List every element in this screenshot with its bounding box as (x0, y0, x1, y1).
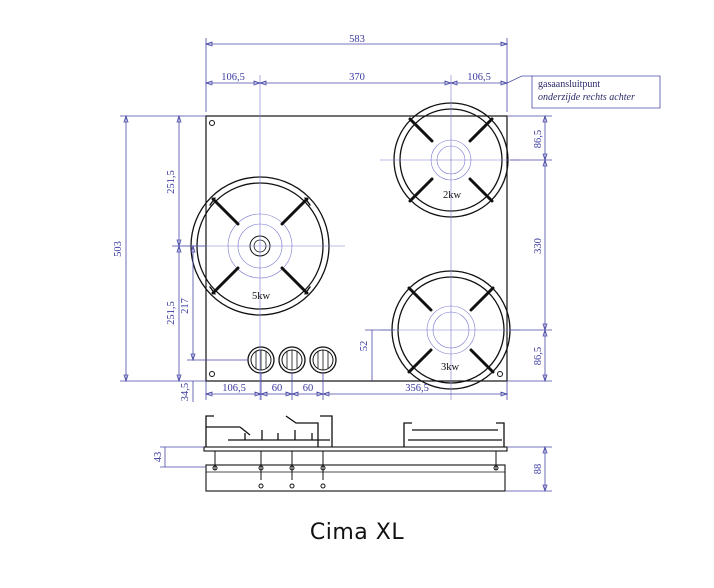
dim-right-offset: 106,5 (467, 72, 491, 83)
dim-knob-spacing-2: 60 (303, 383, 314, 394)
dim-left-offset: 106,5 (221, 72, 245, 83)
dim-bottom-right: 356,5 (405, 383, 429, 394)
burner-label-bottom-right: 3kw (441, 362, 460, 373)
model-title: Cima XL (309, 520, 405, 545)
dim-right-bottom: 86,5 (533, 347, 544, 365)
dim-side-right-height: 88 (533, 464, 544, 475)
top-view (175, 75, 520, 400)
dimension-lines (120, 38, 661, 402)
dim-side-left-height: 43 (153, 452, 164, 463)
note-line-2: onderzijde rechts achter (538, 92, 635, 103)
dim-left-lower: 251,5 (166, 301, 177, 325)
burner-labels: 5kw 2kw 3kw (252, 190, 462, 373)
dim-knob-height: 217 (180, 298, 191, 314)
knob-icon (278, 346, 306, 374)
knob-icon (247, 346, 275, 374)
center-axes (175, 75, 520, 400)
hob-outline (205, 115, 508, 382)
dim-right-mid: 330 (533, 238, 544, 254)
side-view-pins (212, 451, 499, 489)
corner-screw-icon (209, 120, 215, 126)
burner-label-left: 5kw (252, 291, 271, 302)
dimension-labels: 583 106,5 370 106,5 503 251,5 251,5 217 … (113, 34, 544, 474)
knob-icon (309, 346, 337, 374)
side-view (160, 415, 552, 493)
note-line-1: gasaansluitpunt (538, 79, 600, 90)
dim-overall-width: 583 (349, 34, 365, 45)
dim-knob-spacing-1: 60 (272, 383, 283, 394)
dim-left-upper: 251,5 (166, 170, 177, 194)
control-knobs (247, 346, 337, 374)
corner-screw-icon (497, 371, 503, 377)
dim-center-span: 370 (349, 72, 365, 83)
corner-screw-icon (209, 371, 215, 377)
dim-knob-offset: 52 (359, 341, 370, 352)
dim-bottom-offset: 34,5 (180, 383, 191, 401)
dim-right-top: 86,5 (533, 130, 544, 148)
dim-bottom-left: 106,5 (222, 383, 246, 394)
dim-overall-height: 503 (113, 241, 124, 257)
burner-label-top-right: 2kw (443, 190, 462, 201)
gas-connection-note: gasaansluitpunt onderzijde rechts achter (538, 79, 635, 103)
